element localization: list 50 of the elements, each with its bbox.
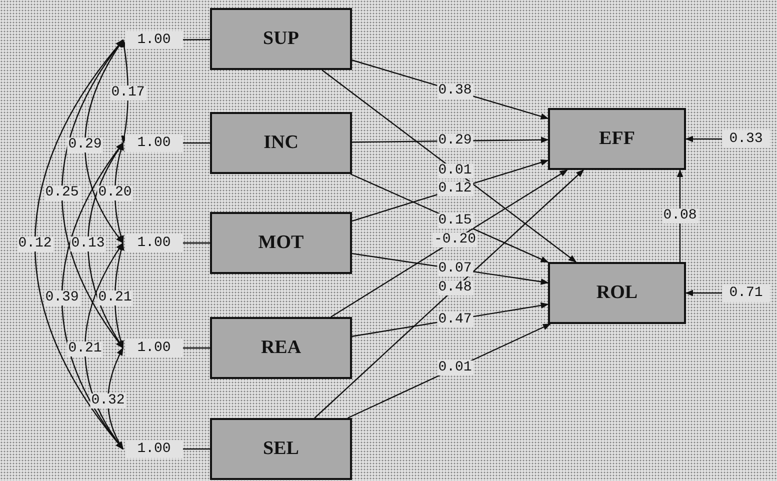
covariance-arrow xyxy=(34,39,124,450)
variable-box xyxy=(210,112,352,174)
edge-label: 0.08 xyxy=(662,208,698,224)
path-arrow xyxy=(685,290,722,296)
edge-label: 0.21 xyxy=(67,342,103,356)
variable-box xyxy=(210,212,352,274)
parameter-value: 0.33 xyxy=(729,131,763,147)
edge-label: 0.38 xyxy=(437,83,473,98)
variable-name: INC xyxy=(264,132,298,154)
edge-label: 0.29 xyxy=(67,138,103,152)
path-arrow xyxy=(685,136,722,142)
variable-name: ROL xyxy=(596,282,638,304)
edge-label: 0.07 xyxy=(437,261,473,276)
covariance-arrow xyxy=(61,142,124,450)
edge-label: 0.39 xyxy=(44,290,80,306)
edge-label: 0.25 xyxy=(44,186,80,200)
path-arrow xyxy=(314,169,584,418)
parameter-value: 1.00 xyxy=(137,340,171,356)
edge-label: 0.01 xyxy=(437,163,473,178)
edge-label: 0.47 xyxy=(437,312,473,328)
variable-box xyxy=(210,317,352,379)
parameter-value: 1.00 xyxy=(137,441,171,457)
covariance-arrow xyxy=(61,39,124,349)
edge-label: 0.13 xyxy=(70,236,106,252)
variable-name: SUP xyxy=(263,28,299,50)
variable-name: SEL xyxy=(263,438,299,460)
parameter-value: 0.71 xyxy=(729,285,763,301)
variable-box xyxy=(548,108,686,170)
covariance-arrow xyxy=(87,142,124,349)
parameter-value: 1.00 xyxy=(137,135,171,151)
edge-label: 0.12 xyxy=(437,182,473,197)
parameter-value: 1.00 xyxy=(137,235,171,251)
variable-name: MOT xyxy=(258,232,304,254)
edge-label: -0.20 xyxy=(433,232,477,248)
edge-label: 0.12 xyxy=(17,236,53,252)
parameter-value: 1.00 xyxy=(137,32,171,48)
variable-box xyxy=(210,418,352,480)
variable-name: EFF xyxy=(599,128,635,150)
edge-label: 0.20 xyxy=(97,186,133,200)
edge-label: 0.01 xyxy=(437,360,473,376)
edge-label: 0.48 xyxy=(437,280,473,296)
variable-name: REA xyxy=(260,337,302,359)
edge-label: 0.29 xyxy=(437,133,473,148)
edge-label: 0.32 xyxy=(90,394,126,408)
covariance-arrow xyxy=(84,39,124,244)
variable-box xyxy=(210,8,352,70)
edge-label: 0.17 xyxy=(110,86,146,100)
variable-box xyxy=(548,262,686,324)
edge-label: 0.15 xyxy=(437,213,473,228)
edge-label: 0.21 xyxy=(97,290,133,306)
